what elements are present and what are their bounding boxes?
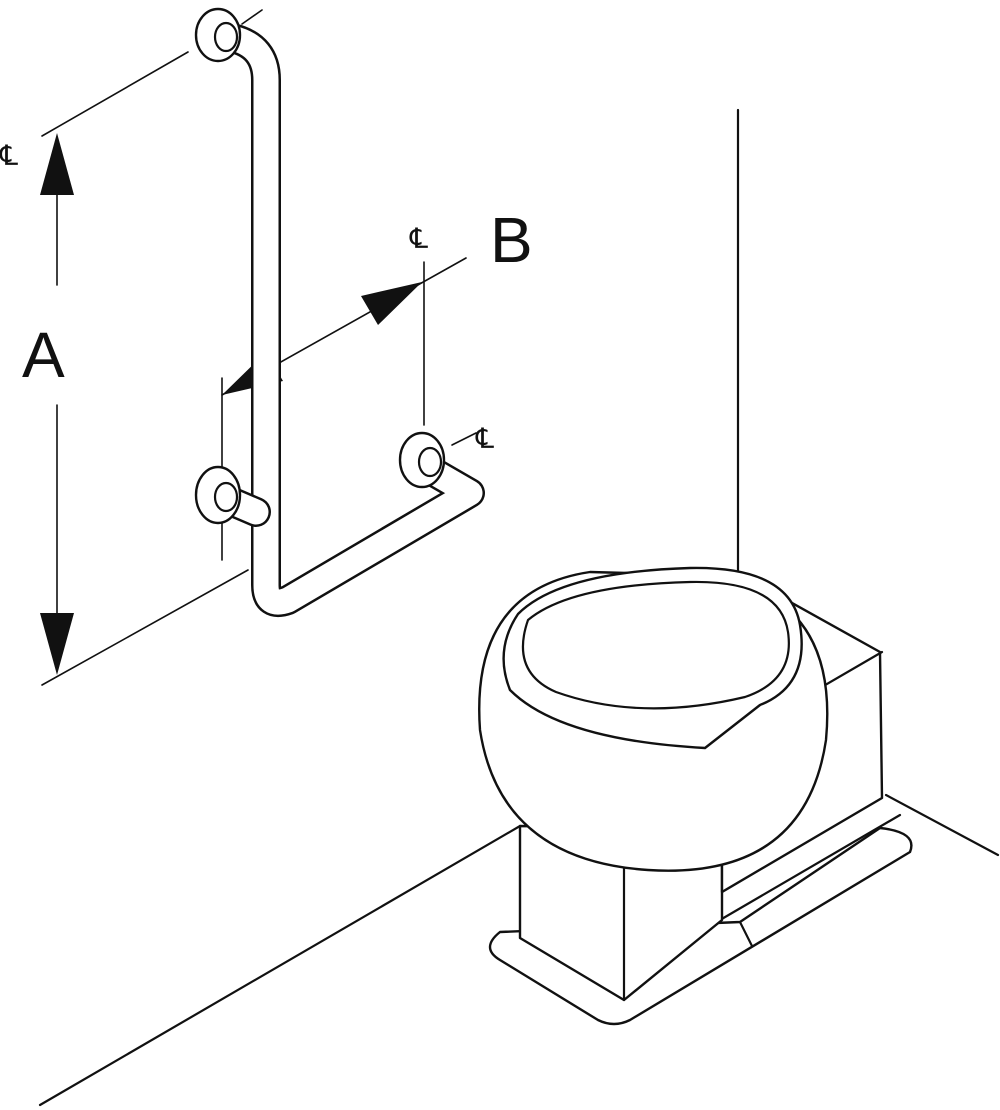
floor-wall-edge-right (884, 793, 1000, 857)
flange-bottom-right-inner (417, 446, 443, 478)
toilet (478, 566, 913, 1026)
centerline-mark-a: ℄ (0, 140, 18, 171)
centerline-mark-c: ℄ (475, 423, 494, 454)
extension-line-a-bottom (41, 569, 249, 686)
room-edges (38, 108, 1000, 1107)
toilet-seat (502, 566, 803, 750)
toilet-lid (521, 580, 790, 710)
flange-top (194, 7, 242, 63)
flange-top-inner (213, 21, 239, 53)
arrowhead-b-right (361, 282, 422, 325)
arrowhead-a-bottom (40, 613, 74, 675)
grab-bar (194, 7, 485, 617)
floor-wall-edge-left (38, 824, 522, 1107)
flange-bottom-left-inner (213, 481, 239, 513)
flange-bottom-right (398, 431, 446, 489)
plinth-back-edge (718, 813, 902, 922)
arrowhead-a-top (40, 133, 74, 195)
dimension-a: A ℄ (0, 51, 249, 686)
plinth-seam (738, 920, 754, 948)
extension-line-a-top (41, 51, 189, 137)
label-a: A (22, 319, 65, 391)
flange-bottom-left (194, 465, 242, 525)
right-flange-centerline (451, 432, 477, 446)
grab-bar-body (219, 25, 483, 615)
centerline-mark-b: ℄ (409, 223, 428, 254)
label-b: B (490, 204, 533, 276)
top-flange-centerline (241, 9, 263, 25)
